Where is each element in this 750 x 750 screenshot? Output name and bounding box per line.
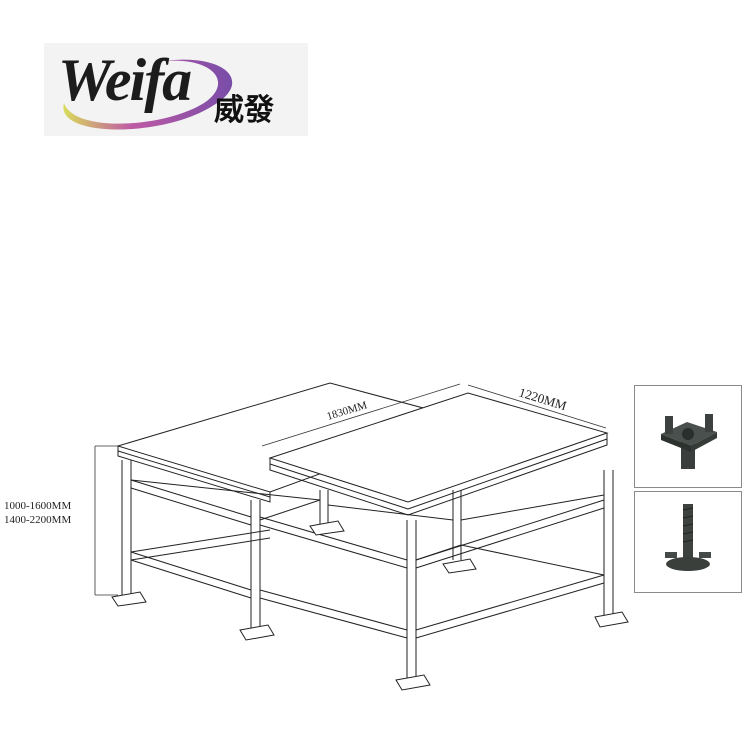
height-range-1: 1000-1600MM bbox=[4, 500, 72, 512]
logo-chinese-text: 威發 bbox=[214, 93, 274, 128]
upper-ledgers bbox=[130, 479, 605, 569]
base-plates bbox=[111, 520, 629, 691]
logo-swoosh bbox=[63, 59, 233, 130]
dimension-lines bbox=[94, 383, 607, 596]
lower-ledgers bbox=[130, 529, 605, 639]
height-range-2: 1400-2200MM bbox=[4, 514, 72, 526]
base-jack-detail-image bbox=[634, 491, 742, 593]
logo-wordmark: Weifa bbox=[58, 47, 192, 113]
scaffold-frame bbox=[111, 382, 629, 691]
legs bbox=[121, 460, 614, 680]
base-jack-icon bbox=[665, 504, 711, 571]
brand-logo: Weifa 威發 bbox=[44, 43, 308, 136]
fork-head-icon bbox=[661, 414, 717, 469]
fork-head-detail-image bbox=[634, 385, 742, 488]
